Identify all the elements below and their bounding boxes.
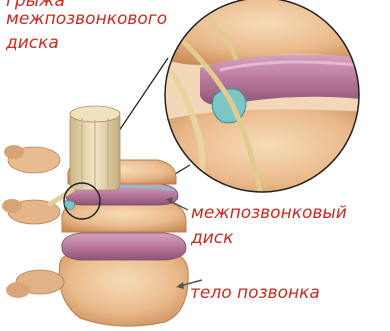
hernia-label-line2: межпозвонкового xyxy=(6,9,167,29)
lower-disc xyxy=(62,233,186,260)
spinal-cord xyxy=(70,106,120,190)
zoom-circle xyxy=(165,0,370,200)
vertebral-body-label: тело позвонка xyxy=(190,283,320,303)
lower-vertebra xyxy=(6,250,188,326)
disc-label-line2: диск xyxy=(191,228,233,248)
hernia-label-line3: диска xyxy=(6,33,59,53)
disc-label-line1: межпозвонковый xyxy=(191,203,347,223)
